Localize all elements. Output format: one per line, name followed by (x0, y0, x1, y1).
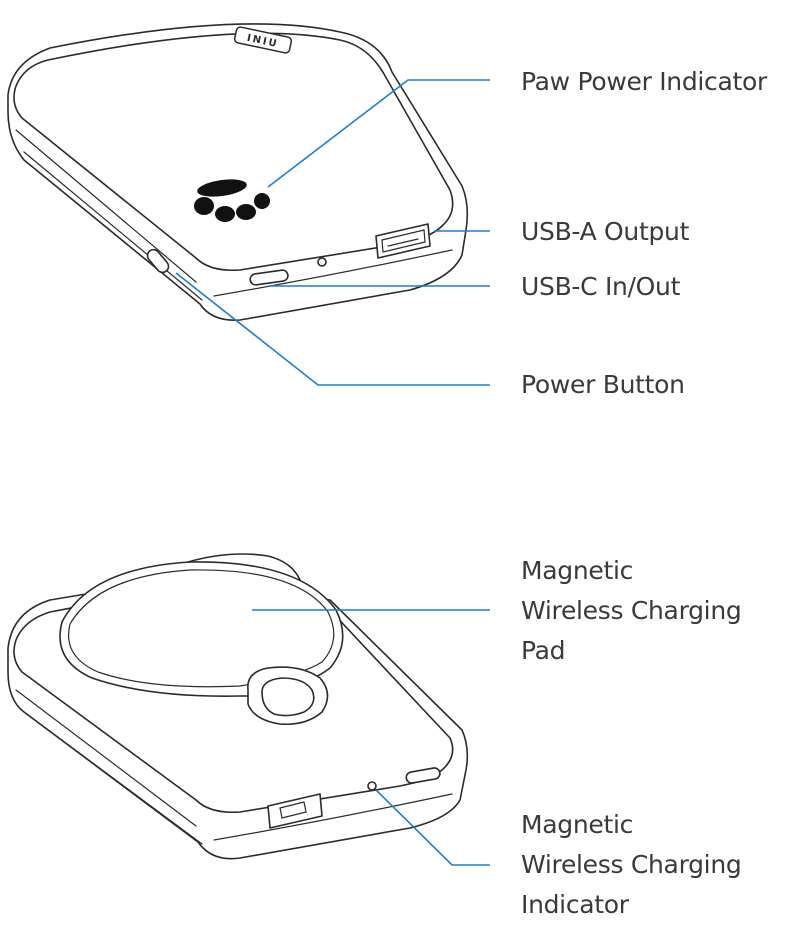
usb-a-port-icon (375, 223, 431, 259)
power-button-icon (146, 248, 170, 274)
wireless-charging-pad (59, 561, 344, 726)
label-line: Wireless Charging (521, 850, 742, 879)
label-paw-power-indicator: Paw Power Indicator (521, 67, 767, 96)
usb-a-port-icon (267, 793, 323, 829)
label-magnetic-wireless-charging-pad: Magnetic Wireless Charging Pad (521, 551, 742, 671)
led-hole-icon (317, 257, 327, 267)
label-usb-a-output: USB-A Output (521, 217, 690, 246)
label-magnetic-wireless-charging-indicator: Magnetic Wireless Charging Indicator (521, 805, 742, 925)
usb-c-port-icon (249, 269, 289, 286)
label-line: Indicator (521, 890, 629, 919)
pad-ring-inner (261, 677, 315, 717)
label-line: Magnetic (521, 810, 634, 839)
top-device-face (13, 32, 454, 272)
usb-c-port-icon (405, 767, 441, 784)
power-bank-bottom (7, 553, 469, 860)
label-line: Wireless Charging (521, 596, 742, 625)
brand-badge: INIU (233, 26, 293, 54)
label-line: Pad (521, 636, 566, 665)
label-power-button: Power Button (521, 370, 685, 399)
label-usb-c-in-out: USB-C In/Out (521, 272, 681, 301)
power-bank-top: INIU (7, 23, 469, 321)
callout-line-paw (267, 79, 490, 188)
led-indicator-icon (367, 781, 377, 791)
callout-line-power (175, 272, 490, 386)
paw-icon (194, 179, 270, 222)
callout-line-wireless-indicator (375, 789, 490, 866)
label-line: Magnetic (521, 556, 634, 585)
